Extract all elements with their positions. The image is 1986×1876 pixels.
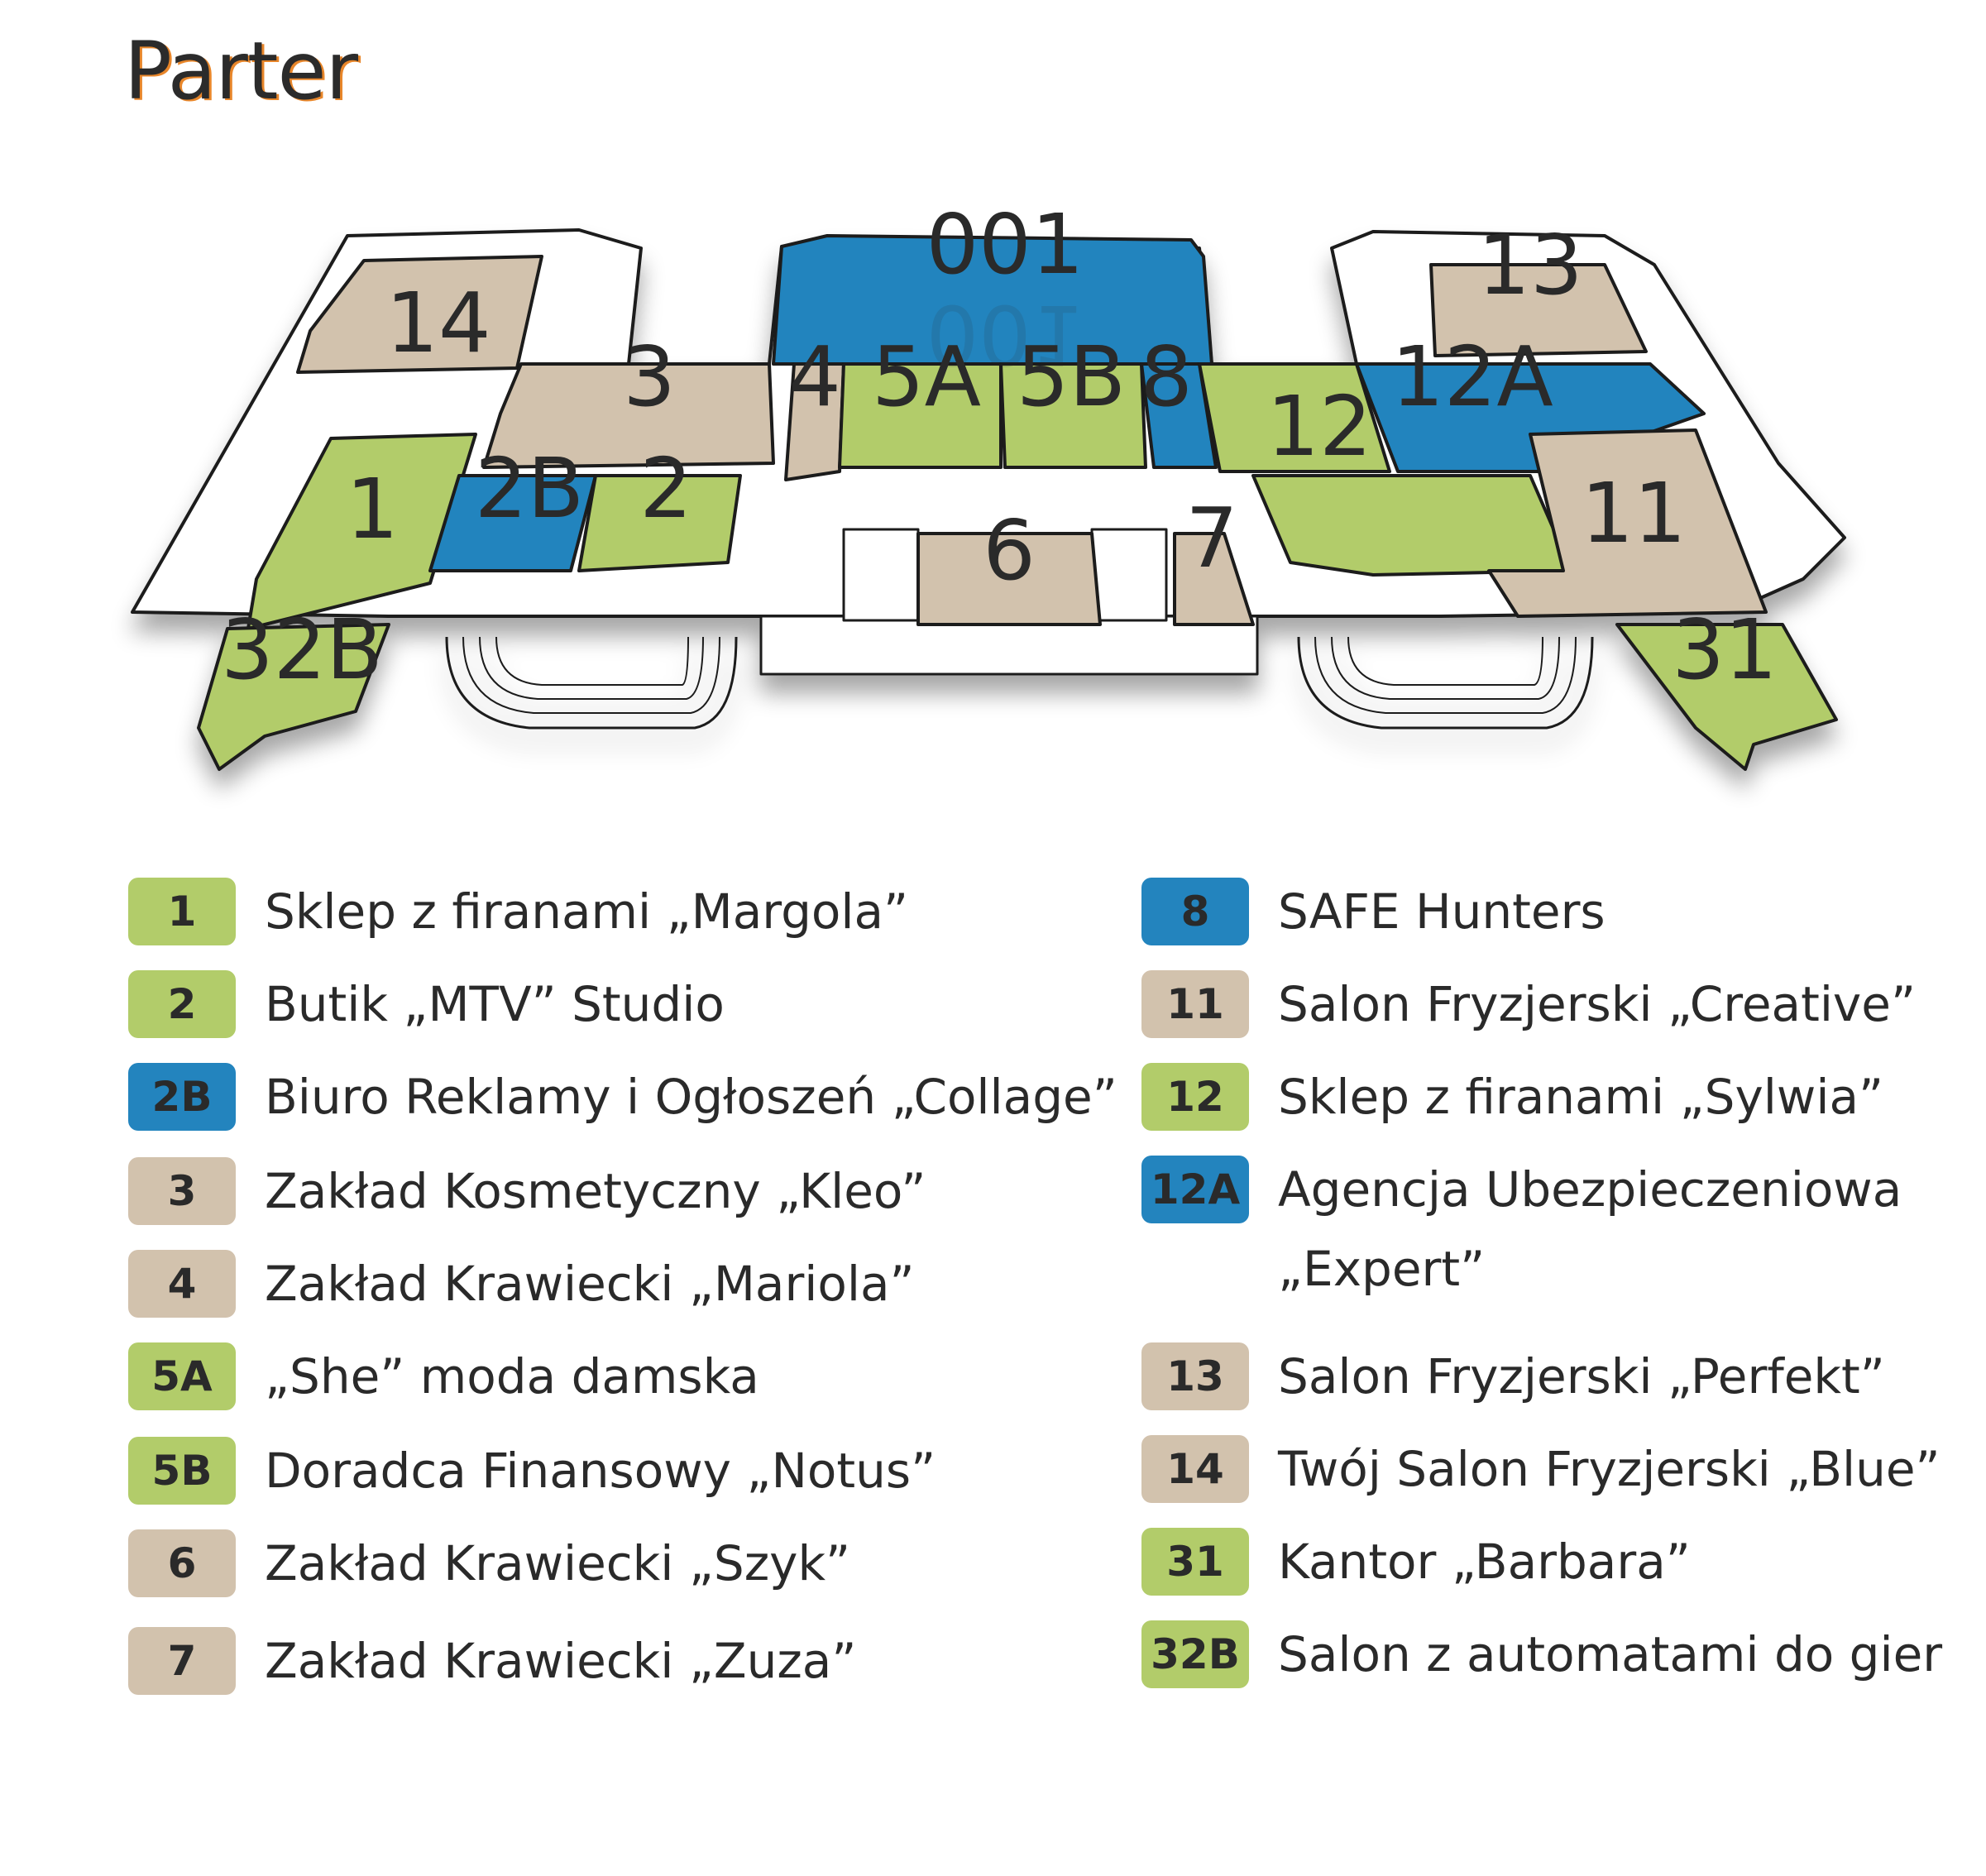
room-label-11: 11 bbox=[1581, 465, 1686, 562]
room-label-14: 14 bbox=[385, 275, 491, 371]
legend-badge: 12A bbox=[1141, 1156, 1249, 1223]
legend-badge: 3 bbox=[128, 1157, 236, 1225]
room-label-2: 2 bbox=[639, 440, 692, 537]
legend-label: Salon Fryzjerski „Creative” bbox=[1278, 976, 1916, 1032]
room-label-001: 001 bbox=[926, 196, 1084, 293]
legend-item-4: 4 Zakład Krawiecki „Mariola” bbox=[128, 1249, 915, 1318]
stairs-arc-left bbox=[445, 636, 738, 730]
legend-label: Agencja Ubezpieczeniowa bbox=[1278, 1161, 1902, 1218]
legend-label: SAFE Hunters bbox=[1278, 883, 1606, 940]
room-label-5a: 5A bbox=[872, 328, 981, 425]
room-2 bbox=[577, 474, 742, 572]
legend-badge: 6 bbox=[128, 1529, 236, 1597]
room-label-reflections: 001 bbox=[926, 286, 1084, 383]
legend-item-2b: 2B Biuro Reklamy i Ogłoszeń „Collage” bbox=[128, 1062, 1117, 1132]
room-label-8: 8 bbox=[1140, 328, 1193, 425]
legend-label: Zakład Krawiecki „Mariola” bbox=[265, 1256, 915, 1312]
room-3 bbox=[482, 362, 775, 469]
legend-item-5a: 5A „She” moda damska bbox=[128, 1342, 759, 1411]
legend-label-continued: „Expert” bbox=[1278, 1241, 1486, 1297]
legend-label: Zakład Krawiecki „Zuza” bbox=[265, 1633, 857, 1689]
legend-badge: 4 bbox=[128, 1250, 236, 1318]
room-5a bbox=[838, 362, 1003, 469]
room-label-5b: 5B bbox=[1017, 328, 1126, 425]
legend-item-13: 13 Salon Fryzjerski „Perfekt” bbox=[1141, 1342, 1885, 1411]
legend-label: Zakład Krawiecki „Szyk” bbox=[265, 1535, 851, 1591]
legend-item-31: 31 Kantor „Barbara” bbox=[1141, 1527, 1691, 1596]
room-labels: 001 14 3 4 5A 5B 8 12 12A 13 1 2B 2 6 7 … bbox=[221, 196, 1778, 698]
legend-item-11: 11 Salon Fryzjerski „Creative” bbox=[1141, 969, 1916, 1039]
legend-label: Kantor „Barbara” bbox=[1278, 1534, 1691, 1590]
legend-badge: 14 bbox=[1141, 1435, 1249, 1503]
room-7 bbox=[1173, 532, 1255, 626]
stairs-arc-right bbox=[1297, 636, 1594, 730]
room-label-12: 12 bbox=[1266, 378, 1371, 475]
legend-badge: 2 bbox=[128, 970, 236, 1038]
legend-label: Twój Salon Fryzjerski „Blue” bbox=[1278, 1441, 1941, 1497]
legend-badge: 5A bbox=[128, 1342, 236, 1410]
room-label-13: 13 bbox=[1477, 217, 1582, 313]
legend-item-14: 14 Twój Salon Fryzjerski „Blue” bbox=[1141, 1434, 1941, 1504]
room-14 bbox=[296, 255, 543, 374]
legend-item-2: 2 Butik „MTV” Studio bbox=[128, 969, 725, 1039]
legend-badge: 32B bbox=[1141, 1620, 1249, 1688]
room-2b bbox=[428, 474, 597, 572]
legend-item-12: 12 Sklep z firanami „Sylwia” bbox=[1141, 1062, 1883, 1132]
legend-badge: 2B bbox=[128, 1063, 236, 1131]
svg-text:001: 001 bbox=[926, 286, 1084, 383]
legend-badge: 11 bbox=[1141, 970, 1249, 1038]
legend-label: Doradca Finansowy „Notus” bbox=[265, 1443, 936, 1499]
legend-item-5b: 5B Doradca Finansowy „Notus” bbox=[128, 1436, 936, 1505]
legend-badge: 1 bbox=[128, 878, 236, 945]
room-label-3: 3 bbox=[623, 328, 676, 425]
room-5b bbox=[999, 362, 1147, 469]
room-label-12a: 12A bbox=[1391, 328, 1553, 425]
room-11 bbox=[1487, 428, 1768, 618]
legend-item-7: 7 Zakład Krawiecki „Zuza” bbox=[128, 1626, 856, 1696]
room-1 bbox=[246, 433, 477, 630]
legend-label: Butik „MTV” Studio bbox=[265, 976, 725, 1032]
legend-label: Salon Fryzjerski „Perfekt” bbox=[1278, 1348, 1885, 1405]
legend-badge: 13 bbox=[1141, 1342, 1249, 1410]
room-4 bbox=[784, 362, 845, 481]
room-label-2b: 2B bbox=[475, 440, 584, 537]
legend-badge: 7 bbox=[128, 1627, 236, 1695]
legend-badge: 5B bbox=[128, 1437, 236, 1505]
legend-label: Zakład Kosmetyczny „Kleo” bbox=[265, 1163, 926, 1219]
legend-badge: 31 bbox=[1141, 1528, 1249, 1596]
floor-title: Parter bbox=[124, 25, 358, 117]
room-label-7: 7 bbox=[1185, 490, 1238, 586]
room-12 bbox=[1198, 362, 1391, 473]
legend-item-6: 6 Zakład Krawiecki „Szyk” bbox=[128, 1529, 850, 1598]
legend-label: Sklep z firanami „Margola” bbox=[265, 883, 909, 940]
legend-badge: 12 bbox=[1141, 1063, 1249, 1131]
legend-label: Biuro Reklamy i Ogłoszeń „Collage” bbox=[265, 1069, 1117, 1125]
room-31 bbox=[1615, 623, 1838, 771]
floor-plan-map: 001 001 14 3 4 5A 5B 8 12 12A 13 1 2B 2 … bbox=[131, 196, 1846, 771]
room-32b bbox=[197, 623, 390, 771]
room-6 bbox=[916, 532, 1102, 626]
legend-item-12a: 12A Agencja Ubezpieczeniowa bbox=[1141, 1155, 1902, 1224]
room-label-1: 1 bbox=[346, 461, 399, 558]
legend-label: „She” moda damska bbox=[265, 1348, 759, 1405]
legend-label: Sklep z firanami „Sylwia” bbox=[1278, 1069, 1884, 1125]
room-label-4: 4 bbox=[788, 328, 841, 425]
room-12-lower bbox=[1251, 474, 1573, 577]
room-13 bbox=[1429, 263, 1648, 357]
room-label-6: 6 bbox=[983, 502, 1036, 599]
legend-label: Salon z automatami do gier bbox=[1278, 1626, 1943, 1682]
legend-item-32b: 32B Salon z automatami do gier bbox=[1141, 1620, 1942, 1689]
room-001 bbox=[772, 234, 1213, 366]
room-label-31: 31 bbox=[1672, 601, 1777, 698]
legend-item-1: 1 Sklep z firanami „Margola” bbox=[128, 877, 908, 946]
legend-item-3: 3 Zakład Kosmetyczny „Kleo” bbox=[128, 1156, 926, 1226]
legend-badge: 8 bbox=[1141, 878, 1249, 945]
room-label-32b: 32B bbox=[221, 601, 383, 698]
legend-item-8: 8 SAFE Hunters bbox=[1141, 877, 1606, 946]
room-8 bbox=[1140, 362, 1218, 469]
